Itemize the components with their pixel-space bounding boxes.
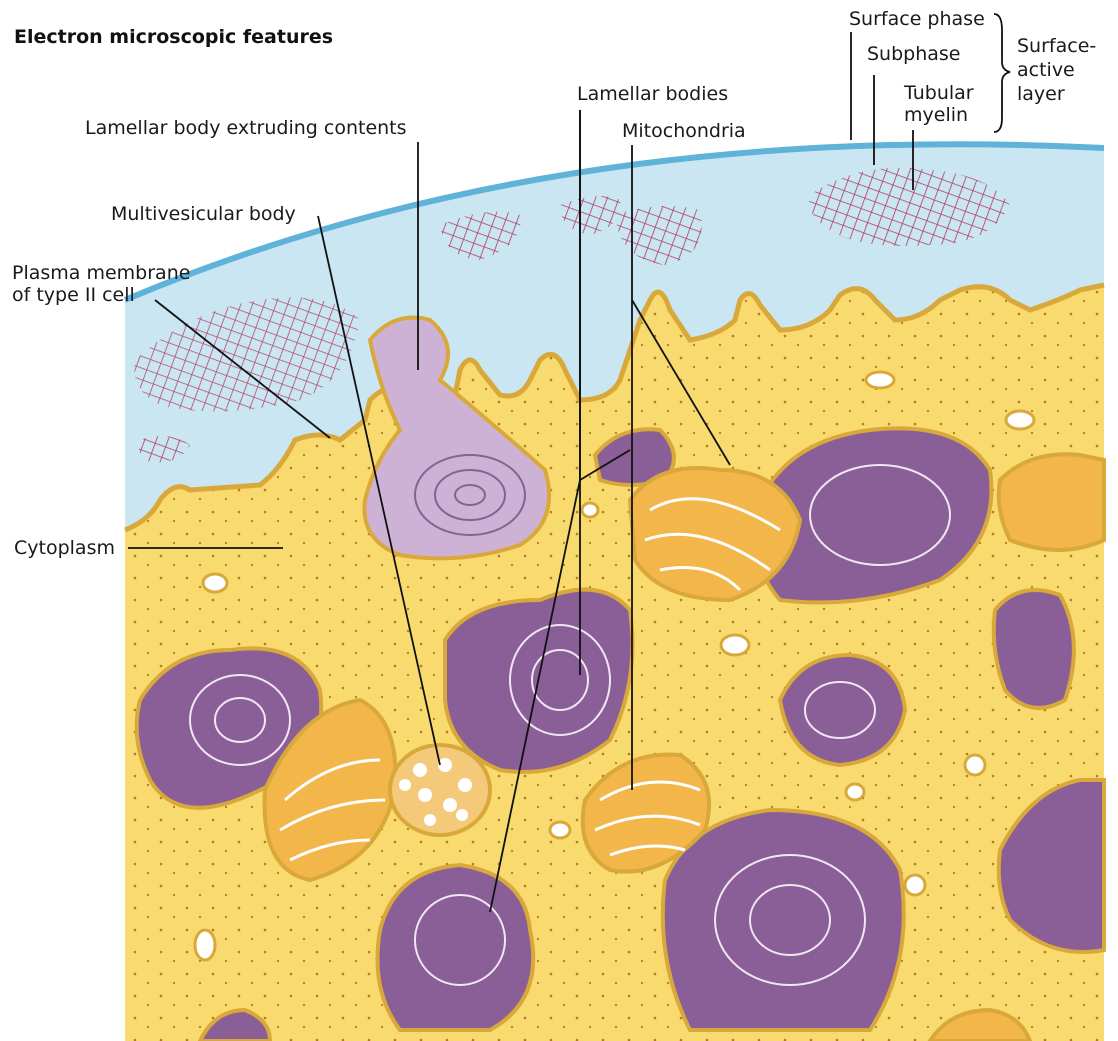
label-mitochondria: Mitochondria — [622, 120, 746, 143]
label-cytoplasm: Cytoplasm — [14, 537, 115, 560]
multivesicular-body — [390, 745, 490, 835]
label-surface-phase: Surface phase — [849, 8, 985, 31]
figure-title: Electron microscopic features — [14, 26, 333, 48]
surface-active-brace — [994, 14, 1010, 132]
label-tubular-myelin: Tubular myelin — [904, 83, 974, 127]
label-lamellar-body-extruding: Lamellar body extruding contents — [85, 117, 407, 140]
label-surface-active-layer: Surface- active layer — [1017, 35, 1096, 106]
label-subphase: Subphase — [867, 43, 961, 66]
label-plasma-membrane: Plasma membrane of type II cell — [12, 262, 190, 307]
label-lamellar-bodies: Lamellar bodies — [577, 83, 728, 106]
label-multivesicular-body: Multivesicular body — [111, 203, 296, 226]
